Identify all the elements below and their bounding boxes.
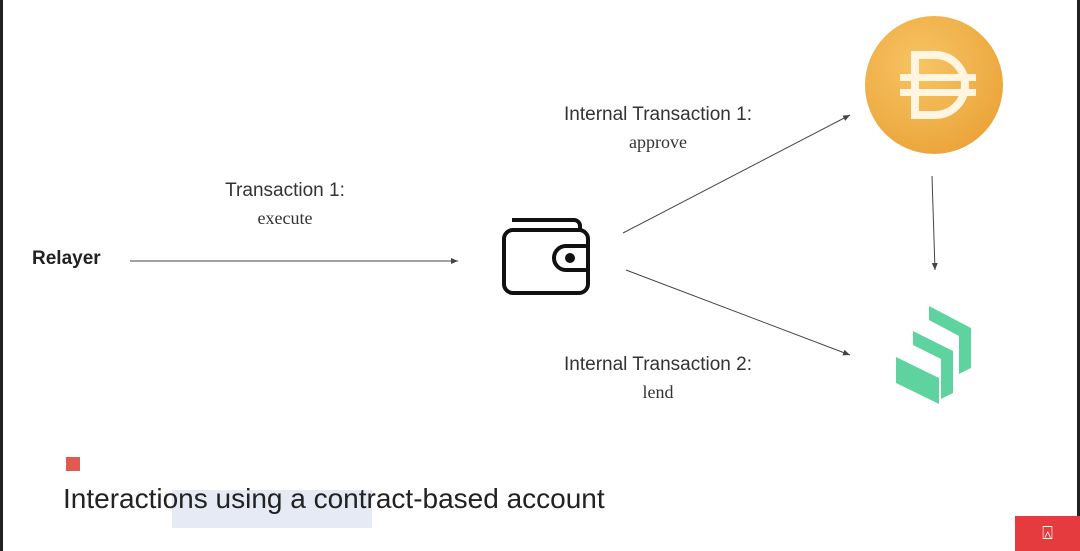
edge-label-internal-transaction-2: Internal Transaction 2: lend	[538, 354, 778, 403]
logo-badge-icon: ⍓	[1015, 516, 1080, 551]
arrow-dai-to-compound	[931, 175, 938, 271]
edge-label-internal-transaction-1: Internal Transaction 1: approve	[538, 104, 778, 153]
title-bullet	[66, 457, 80, 471]
edge-title: Internal Transaction 2:	[564, 354, 752, 375]
slide-title: Interactions using a contract-based acco…	[63, 483, 605, 514]
right-frame-border	[1077, 0, 1080, 551]
dai-token-icon	[865, 16, 1003, 154]
relayer-node-label: Relayer	[32, 248, 101, 269]
wallet-icon	[502, 218, 590, 295]
arrow-wallet-to-dai	[622, 114, 851, 234]
text-selection-highlight	[172, 490, 372, 528]
edge-title: Internal Transaction 1:	[564, 104, 752, 125]
edge-title: Transaction 1:	[225, 180, 345, 201]
edge-label-transaction-1: Transaction 1: execute	[185, 180, 385, 229]
compound-icon	[896, 306, 971, 404]
edge-action: execute	[257, 208, 313, 228]
edge-action: lend	[642, 382, 674, 402]
left-frame-border	[0, 0, 3, 551]
arrow-wallet-to-compound	[625, 269, 851, 356]
edge-action: approve	[629, 132, 687, 152]
